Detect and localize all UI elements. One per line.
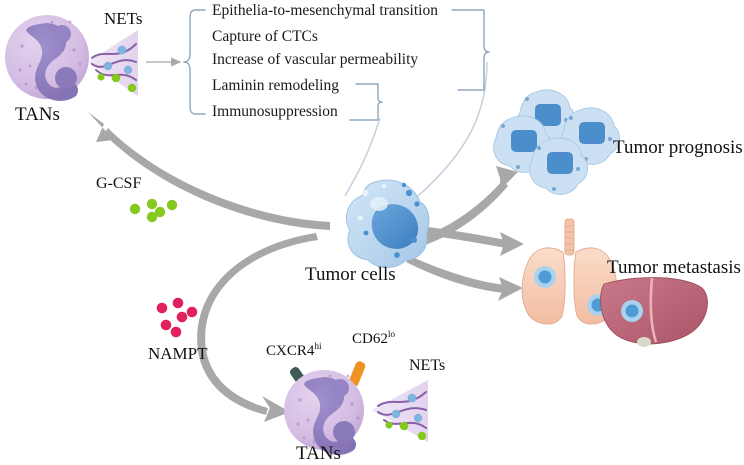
nampt-dots (156, 297, 198, 338)
effects-braces (183, 9, 490, 121)
tans-bottom-cell (284, 361, 366, 455)
nampt-label: NAMPT (148, 344, 208, 363)
receptor-cd62-superscript: lo (387, 330, 396, 340)
gcsf-label: G-CSF (96, 175, 142, 192)
nets-bottom-fan (372, 380, 428, 442)
arrow-tumor-to-metastasis-b (406, 256, 523, 301)
thick-arrows (88, 112, 524, 422)
trachea (564, 218, 575, 256)
tumor-metastasis-label: Tumor metastasis (607, 257, 741, 278)
nets-top-beads (97, 45, 137, 93)
receptor-cxcr4-name: CXCR4 (266, 343, 315, 359)
receptor-cxcr4-label: CXCR4hi (266, 342, 322, 359)
tans-bottom-label: TANs (296, 443, 341, 464)
tumor-cells-label: Tumor cells (305, 264, 396, 285)
connector-upper-group (417, 61, 488, 197)
receptor-cd62 (348, 361, 366, 387)
left-brace (183, 9, 206, 115)
tumor-prognosis-label: Tumor prognosis (613, 137, 743, 158)
arrow-tumor-to-metastasis-a (419, 226, 524, 256)
nets-top-fan (88, 30, 138, 96)
connector-lower-group (344, 117, 381, 197)
nets-bottom-label: NETs (409, 357, 446, 374)
effect-item-immunosuppression: Immunosuppression (212, 103, 338, 120)
effect-item-ctc: Capture of CTCs (212, 28, 318, 45)
liver-organ (600, 277, 708, 347)
receptor-cd62-label: CD62lo (352, 330, 396, 347)
tumor-prognosis-cluster (493, 89, 620, 195)
tans-top-label: TANs (15, 104, 60, 125)
nets-top-label: NETs (104, 9, 143, 28)
right-bracket-lower (349, 83, 383, 121)
effect-item-permeability: Increase of vascular permeability (212, 51, 419, 68)
effect-item-emt: Epithelia-to-mesenchymal transition (212, 2, 438, 19)
bracket-connector-curves (344, 61, 488, 197)
tans-top-cell (5, 15, 89, 101)
effect-item-laminin: Laminin remodeling (212, 77, 339, 94)
receptor-cxcr4-superscript: hi (314, 342, 322, 352)
arrow-tumor-to-tans-bottom (197, 233, 318, 422)
nets-bottom-beads (385, 393, 427, 441)
arrow-tumor-to-tans-top (88, 112, 330, 230)
gcsf-dots (129, 198, 178, 223)
prognosis-cell-4 (529, 137, 588, 195)
tumor-cell-single (346, 179, 430, 268)
receptor-cd62-name: CD62 (352, 331, 388, 347)
right-bracket-upper (451, 9, 490, 91)
lungs-organ (521, 218, 618, 325)
